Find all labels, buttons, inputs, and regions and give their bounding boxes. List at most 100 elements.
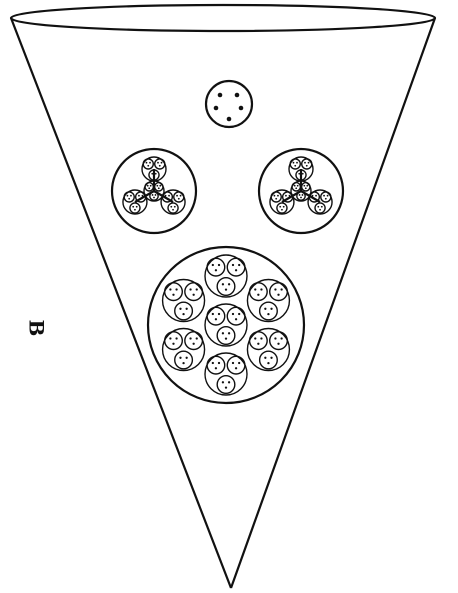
nucleus-dot [232, 264, 234, 266]
nucleus-dot [127, 195, 129, 197]
nucleus-dot [222, 283, 224, 285]
nucleus-dot [196, 288, 198, 290]
nucleus-dot [225, 288, 227, 290]
cell-circle [270, 283, 288, 301]
nucleus-dot [212, 313, 214, 315]
nucleus-dot [179, 357, 181, 359]
nucleus-dot [303, 185, 305, 187]
nucleus-dot [192, 343, 194, 345]
nucleus-dot [222, 332, 224, 334]
nucleus-dot [157, 162, 159, 164]
nucleus-dot [128, 198, 130, 200]
nucleus-dot [283, 206, 285, 208]
nucleus-dot [215, 318, 217, 320]
nucleus-dot [142, 195, 144, 197]
cell-circle [124, 192, 134, 202]
nucleus-dot [281, 209, 283, 211]
cell-circle [174, 192, 184, 202]
nucleus-dot [267, 313, 269, 315]
nucleus-dot [175, 337, 177, 339]
nucleus-dot [174, 206, 176, 208]
nucleus-dot [235, 367, 237, 369]
nucleus-dot [189, 337, 191, 339]
nucleus-dot [313, 198, 315, 200]
nucleus-dot [179, 308, 181, 310]
nucleus-dot [232, 362, 234, 364]
nucleus-dot [238, 264, 240, 266]
nucleus-dot [294, 165, 296, 167]
cell-circle [217, 327, 235, 345]
nucleus-dot [305, 187, 307, 189]
cell-circle [277, 203, 287, 213]
nucleus-dot [228, 332, 230, 334]
nucleus-dot [196, 337, 198, 339]
cell-circle [155, 183, 163, 191]
nucleus-dot [300, 197, 302, 199]
nucleus-dot [323, 195, 325, 197]
cell-circle [290, 159, 300, 169]
nucleus-dot [186, 357, 188, 359]
cell-circle [175, 302, 193, 320]
cell-circle [185, 283, 203, 301]
nucleus-dot [186, 308, 188, 310]
cell-circle [302, 183, 310, 191]
nucleus-dot [215, 269, 217, 271]
cell-circle [165, 332, 183, 350]
nucleus-dot [264, 357, 266, 359]
nucleus-dot [277, 195, 279, 197]
nucleus-dot [146, 162, 148, 164]
nucleus-dot [300, 176, 302, 178]
nucleus-dot [189, 288, 191, 290]
nucleus-dot [257, 294, 259, 296]
nucleus-dot [130, 195, 132, 197]
nucleus-dot [298, 173, 300, 175]
nucleus-dot [150, 185, 152, 187]
cell-circle [168, 203, 178, 213]
cell-circle [143, 159, 153, 169]
cell-circle [207, 307, 225, 325]
cell-circle [227, 307, 245, 325]
nucleus-dot [296, 162, 298, 164]
cell-circle [130, 203, 140, 213]
nucleus-dot [306, 185, 308, 187]
cell-circle [165, 283, 183, 301]
cell-circle [207, 258, 225, 276]
nucleus-dot [172, 294, 174, 296]
nucleus-dot [182, 362, 184, 364]
nucleus-dot [151, 173, 153, 175]
nucleus-dot [327, 195, 329, 197]
nucleus-dot [132, 206, 134, 208]
cell-circle [150, 192, 158, 200]
nucleus-dot [175, 288, 177, 290]
nucleus-dot [134, 209, 136, 211]
nucleus-dot [280, 337, 282, 339]
nucleus-dot [267, 362, 269, 364]
nucleus-dot [159, 165, 161, 167]
nucleus-dot [169, 337, 171, 339]
cell-circle [321, 192, 331, 202]
nucleus-dot [192, 294, 194, 296]
nucleus-dot [172, 343, 174, 345]
nucleus-dot [280, 288, 282, 290]
cell-circle [155, 159, 165, 169]
nucleus-dot [285, 195, 287, 197]
nucleus-dot [178, 198, 180, 200]
nucleus-dot [168, 195, 170, 197]
single-unit-circle [206, 81, 252, 127]
nucleus-dot [304, 162, 306, 164]
nucleus-dot [169, 288, 171, 290]
nucleus-dot [306, 165, 308, 167]
nucleus-dot [218, 264, 220, 266]
nucleus-dot [235, 318, 237, 320]
nucleus-dot [277, 343, 279, 345]
nucleus-dot [274, 288, 276, 290]
nucleus-dot [321, 206, 323, 208]
cell-circle [217, 278, 235, 296]
nucleus-dot [156, 185, 158, 187]
nucleus-dot [293, 162, 295, 164]
nucleus-dot [254, 337, 256, 339]
nucleus-dot [299, 194, 301, 196]
cell-circle [302, 159, 312, 169]
nucleus-dot [158, 187, 160, 189]
